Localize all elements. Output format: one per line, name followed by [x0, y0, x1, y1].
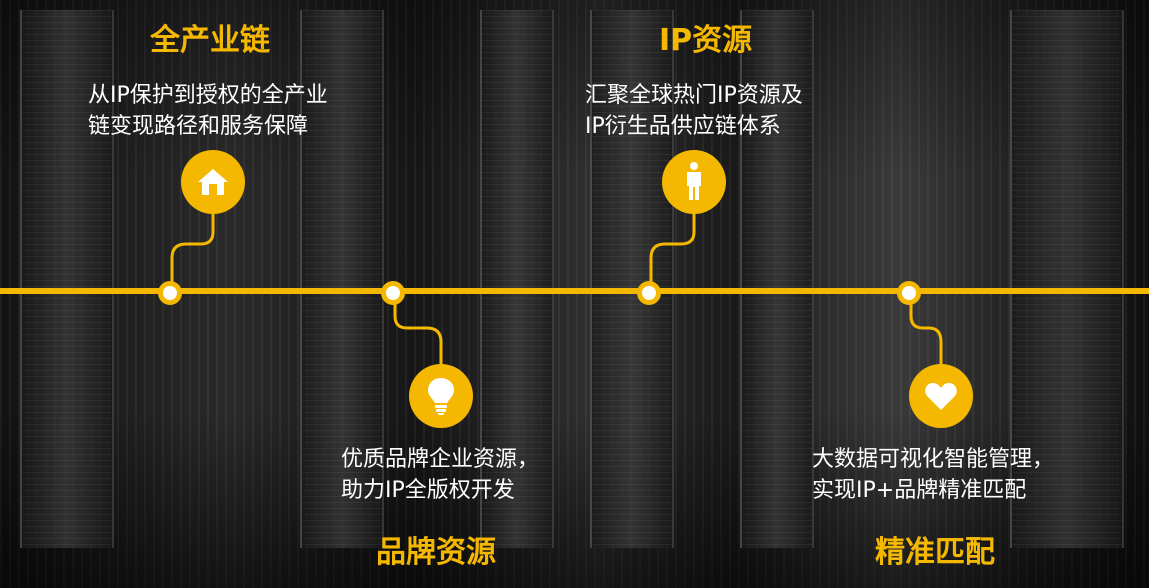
item-desc-line2: 实现IP+品牌精准匹配	[812, 478, 1027, 503]
item-desc-line1: 汇聚全球热门IP资源及	[585, 83, 803, 108]
item-desc-line2: IP衍生品供应链体系	[585, 114, 781, 139]
timeline-node-1	[158, 281, 182, 305]
person-icon	[662, 150, 726, 214]
timeline-node-3	[637, 281, 661, 305]
item-desc-line1: 优质品牌企业资源，	[341, 447, 540, 472]
item-title-industry-chain: 全产业链	[150, 23, 270, 58]
heart-icon	[909, 364, 973, 428]
home-icon	[181, 150, 245, 214]
item-title-ip-resources: IP资源	[659, 23, 753, 58]
item-title-precise-matching: 精准匹配	[875, 535, 995, 570]
item-desc-line2: 链变现路径和服务保障	[88, 114, 309, 139]
timeline-node-2	[381, 281, 405, 305]
timeline-node-4	[897, 281, 921, 305]
item-title-brand-resources: 品牌资源	[376, 535, 496, 570]
lightbulb-icon	[409, 364, 473, 428]
item-desc-line1: 大数据可视化智能管理，	[812, 447, 1055, 472]
item-desc-line1: 从IP保护到授权的全产业	[88, 83, 328, 108]
timeline-bar	[0, 288, 1149, 294]
item-desc-line2: 助力IP全版权开发	[341, 478, 515, 503]
